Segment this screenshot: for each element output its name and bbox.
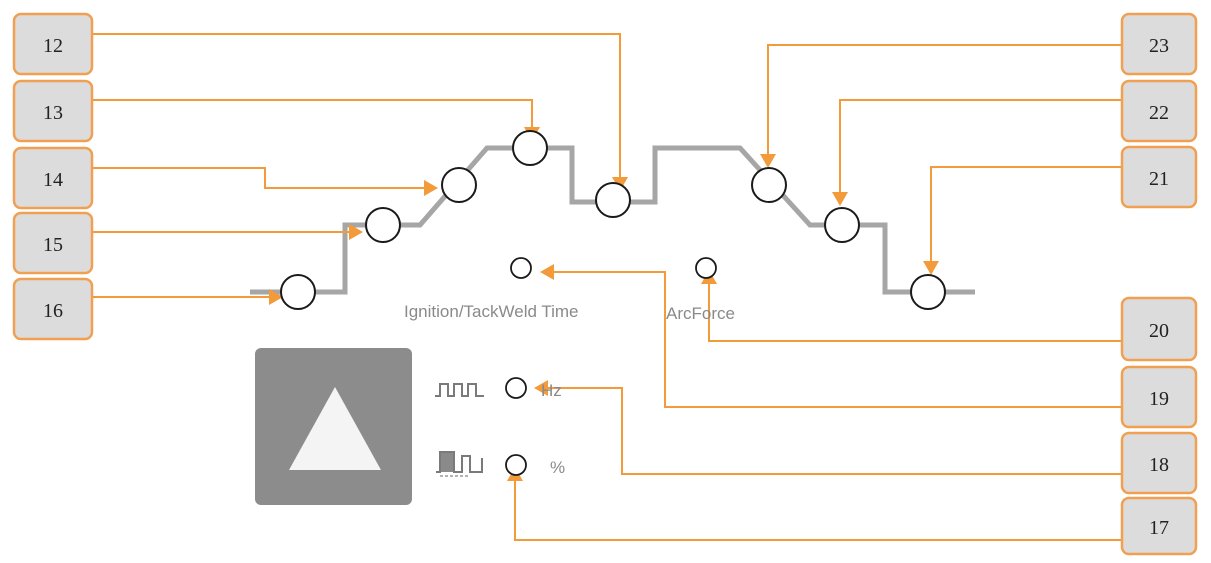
knob-12[interactable] xyxy=(595,182,631,218)
callout-13: 13 xyxy=(12,79,94,143)
callout-12: 12 xyxy=(12,12,94,76)
callout-17: 17 xyxy=(1120,496,1198,556)
svg-text:17: 17 xyxy=(1149,517,1169,539)
callout-15: 15 xyxy=(12,211,94,275)
svg-text:21: 21 xyxy=(1149,168,1169,190)
pulse-balance-icon xyxy=(436,451,483,477)
svg-text:22: 22 xyxy=(1149,102,1169,124)
callout-20: 20 xyxy=(1120,296,1198,362)
arcforce-label: ArcForce xyxy=(666,304,735,323)
knob-15[interactable] xyxy=(365,207,401,243)
leader-lines xyxy=(92,33,1122,541)
callout-19: 19 xyxy=(1120,365,1198,429)
callout-16: 16 xyxy=(12,277,94,341)
callout-21: 21 xyxy=(1120,145,1198,209)
pulse-wave-icon xyxy=(435,383,484,397)
svg-text:14: 14 xyxy=(43,169,63,191)
knob-22[interactable] xyxy=(824,207,860,243)
knob-14[interactable] xyxy=(441,167,477,203)
svg-text:19: 19 xyxy=(1149,388,1169,410)
knob-23[interactable] xyxy=(751,167,787,203)
svg-text:20: 20 xyxy=(1149,320,1169,342)
percent-label: % xyxy=(550,458,565,477)
hz-label: Hz xyxy=(541,381,562,400)
callout-18: 18 xyxy=(1120,431,1198,495)
callout-23: 23 xyxy=(1120,12,1198,76)
arcforce-knob[interactable] xyxy=(695,257,717,279)
callout-22: 22 xyxy=(1120,79,1198,143)
svg-text:23: 23 xyxy=(1149,35,1169,57)
svg-text:16: 16 xyxy=(43,300,63,322)
knob-13[interactable] xyxy=(512,130,548,166)
welding-process-curve xyxy=(250,145,975,295)
svg-text:15: 15 xyxy=(43,234,63,256)
svg-text:12: 12 xyxy=(43,35,63,57)
svg-text:13: 13 xyxy=(43,102,63,124)
knob-21[interactable] xyxy=(910,274,946,310)
pulse-frequency-knob[interactable] xyxy=(505,377,527,399)
ignition-tackweld-label: Ignition/TackWeld Time xyxy=(404,302,578,321)
svg-text:18: 18 xyxy=(1149,454,1169,476)
knob-16[interactable] xyxy=(280,274,316,310)
curve-knobs xyxy=(280,130,946,310)
pulse-balance-knob[interactable] xyxy=(505,454,527,476)
ignition-knob[interactable] xyxy=(510,257,532,279)
triangle-up-icon xyxy=(289,387,381,470)
callout-14: 14 xyxy=(12,146,94,210)
